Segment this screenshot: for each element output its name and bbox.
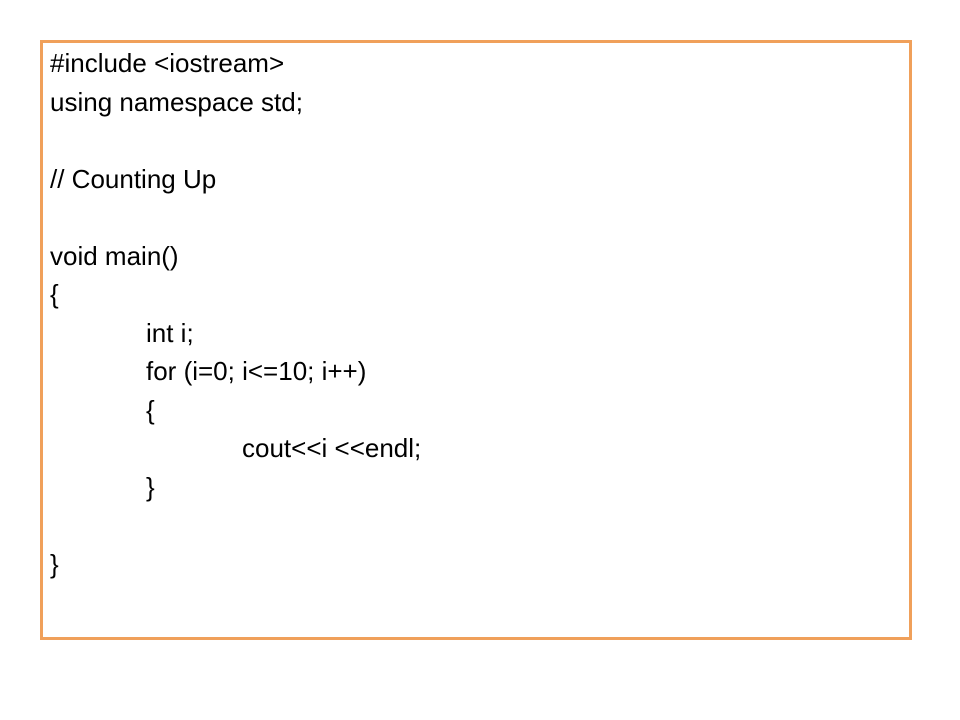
code-line-include: #include <iostream>: [50, 48, 285, 78]
code-listing-box: #include <iostream> using namespace std;…: [40, 40, 912, 640]
code-line-using-namespace: using namespace std;: [50, 86, 303, 117]
code-line-comment: // Counting Up: [50, 163, 217, 194]
code-line-loop-close-brace: }: [146, 471, 155, 502]
code-line-cout: cout<<i <<endl;: [242, 433, 422, 463]
code-line-loop-open-brace: {: [146, 394, 155, 425]
code-line-for-loop: for (i=0; i<=10; i++): [146, 356, 367, 386]
code-line-declaration: int i;: [146, 317, 194, 348]
code-line-main-signature: void main(): [50, 240, 179, 271]
code-line-main-close-brace: }: [50, 548, 59, 579]
code-line-blank: [50, 506, 421, 545]
code-line-blank: [50, 121, 421, 160]
code-line-main-open-brace: {: [50, 279, 59, 309]
code-line-blank: [50, 198, 421, 237]
code-listing: #include <iostream> using namespace std;…: [50, 44, 421, 583]
